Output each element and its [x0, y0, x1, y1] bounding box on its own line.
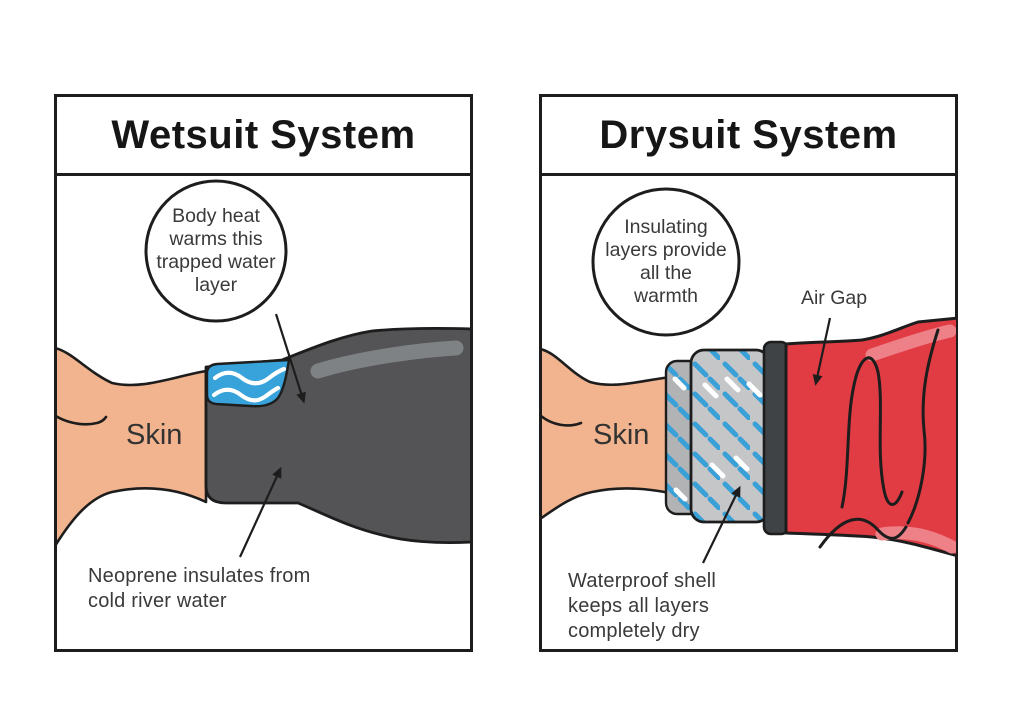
wetsuit-caption: Neoprene insulates from cold river water	[88, 564, 311, 614]
wetsuit-panel-header: Wetsuit System	[57, 97, 470, 176]
callout-line: layers provide	[605, 239, 727, 261]
callout-line: warms this	[169, 228, 263, 250]
callout-line: all the	[639, 262, 693, 284]
drysuit-callout-text: Insulating layers provide all the warmth	[586, 216, 746, 308]
callout-line: Insulating	[624, 216, 708, 238]
drysuit-skin-label: Skin	[593, 419, 650, 451]
drysuit-panel-title: Drysuit System	[599, 112, 898, 157]
drysuit-panel-header: Drysuit System	[542, 97, 955, 176]
callout-line: Body heat	[172, 205, 260, 227]
drysuit-caption: Waterproof shell keeps all layers comple…	[568, 569, 716, 644]
caption-line: Neoprene insulates from	[88, 565, 311, 587]
wetsuit-callout-text: Body heat warms this trapped water layer	[136, 205, 296, 297]
callout-line: warmth	[634, 285, 698, 307]
air-gap-label: Air Gap	[800, 287, 868, 309]
caption-line: completely dry	[568, 620, 700, 642]
callout-line: layer	[194, 274, 238, 296]
wetsuit-panel-title: Wetsuit System	[111, 112, 416, 157]
caption-line: cold river water	[88, 590, 227, 612]
callout-line: trapped water	[156, 251, 276, 273]
caption-line: keeps all layers	[568, 595, 710, 617]
caption-line: Waterproof shell	[568, 570, 717, 592]
wetsuit-skin-label: Skin	[126, 419, 183, 451]
